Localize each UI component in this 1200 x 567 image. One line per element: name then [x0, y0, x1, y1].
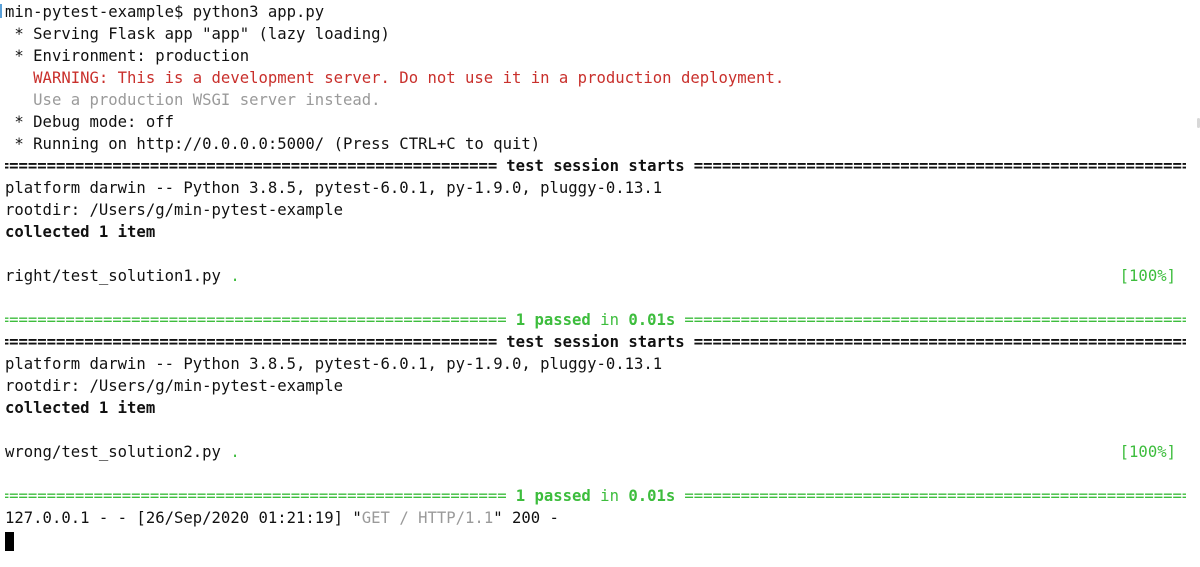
shell-prompt: min-pytest-example$ python3 app.py [5, 3, 325, 21]
result-duration: 0.01s [628, 311, 676, 329]
access-log-prefix: 127.0.0.1 - - [26/Sep/2020 01:21:19] " [5, 509, 362, 527]
scrollbar-thumb[interactable] [1197, 118, 1200, 128]
blank-line [5, 243, 1200, 265]
separator-fill: ========================================… [684, 311, 1186, 329]
flask-serving-line: * Serving Flask app "app" (lazy loading) [5, 25, 390, 43]
blank-line [5, 287, 1200, 309]
test-file-name: wrong/test_solution2.py [5, 443, 221, 461]
session-header-text: test session starts [506, 333, 685, 351]
access-log-line: 127.0.0.1 - - [26/Sep/2020 01:21:19] "GE… [5, 507, 1200, 529]
result-in: in [590, 487, 629, 505]
session-result-separator: ========================================… [5, 485, 1186, 507]
flask-debug-line: * Debug mode: off [5, 113, 174, 131]
flask-environment-line: * Environment: production [5, 47, 250, 65]
access-log-request: GET / HTTP/1.1 [361, 509, 494, 527]
session-header-text: test session starts [506, 157, 685, 175]
test-pass-dot: . [220, 443, 240, 461]
cursor-line[interactable] [5, 529, 1200, 551]
separator-fill: ========================================… [693, 333, 1186, 351]
separator-fill: ========================================… [693, 157, 1186, 175]
result-duration: 0.01s [628, 487, 676, 505]
test-pass-dot: . [220, 267, 240, 285]
test-file-name: right/test_solution1.py [5, 267, 221, 285]
window-edge-marker [0, 4, 5, 18]
platform-line: platform darwin -- Python 3.8.5, pytest-… [5, 179, 663, 197]
access-log-suffix: " 200 - [493, 509, 559, 527]
rootdir-line: rootdir: /Users/g/min-pytest-example [5, 377, 343, 395]
separator-fill: ========================================… [5, 333, 498, 351]
flask-wsgi-hint-line: Use a production WSGI server instead. [5, 91, 381, 109]
session-header-separator: ========================================… [5, 331, 1186, 353]
session-header-separator: ========================================… [5, 155, 1186, 177]
flask-warning-line: WARNING: This is a development server. D… [5, 69, 785, 87]
test-file-row: wrong/test_solution2.py . [100%] [5, 441, 1176, 463]
test-file-entry: right/test_solution1.py . [5, 265, 240, 287]
test-progress: [100%] [1119, 443, 1176, 461]
separator-fill: ========================================… [5, 487, 507, 505]
shell-prompt-line: min-pytest-example$ python3 app.py [5, 1, 1200, 23]
test-file-entry: wrong/test_solution2.py . [5, 441, 240, 463]
session-result-text: 1 passed in 0.01s [507, 485, 685, 507]
rootdir-line: rootdir: /Users/g/min-pytest-example [5, 201, 343, 219]
collected-line: collected 1 item [5, 223, 156, 241]
blank-line [5, 463, 1200, 485]
session-result-separator: ========================================… [5, 309, 1186, 331]
test-progress: [100%] [1119, 267, 1176, 285]
flask-running-line: * Running on http://0.0.0.0:5000/ (Press… [5, 135, 541, 153]
test-file-row: right/test_solution1.py . [100%] [5, 265, 1176, 287]
platform-line: platform darwin -- Python 3.8.5, pytest-… [5, 355, 663, 373]
collected-line: collected 1 item [5, 399, 156, 417]
session-result-text: 1 passed in 0.01s [507, 309, 685, 331]
result-in: in [590, 311, 629, 329]
passed-count: 1 passed [515, 487, 591, 505]
passed-count: 1 passed [515, 311, 591, 329]
terminal-cursor[interactable] [5, 532, 14, 551]
separator-fill: ========================================… [684, 487, 1186, 505]
separator-fill: ========================================… [5, 157, 498, 175]
separator-fill: ========================================… [5, 311, 507, 329]
blank-line [5, 419, 1200, 441]
